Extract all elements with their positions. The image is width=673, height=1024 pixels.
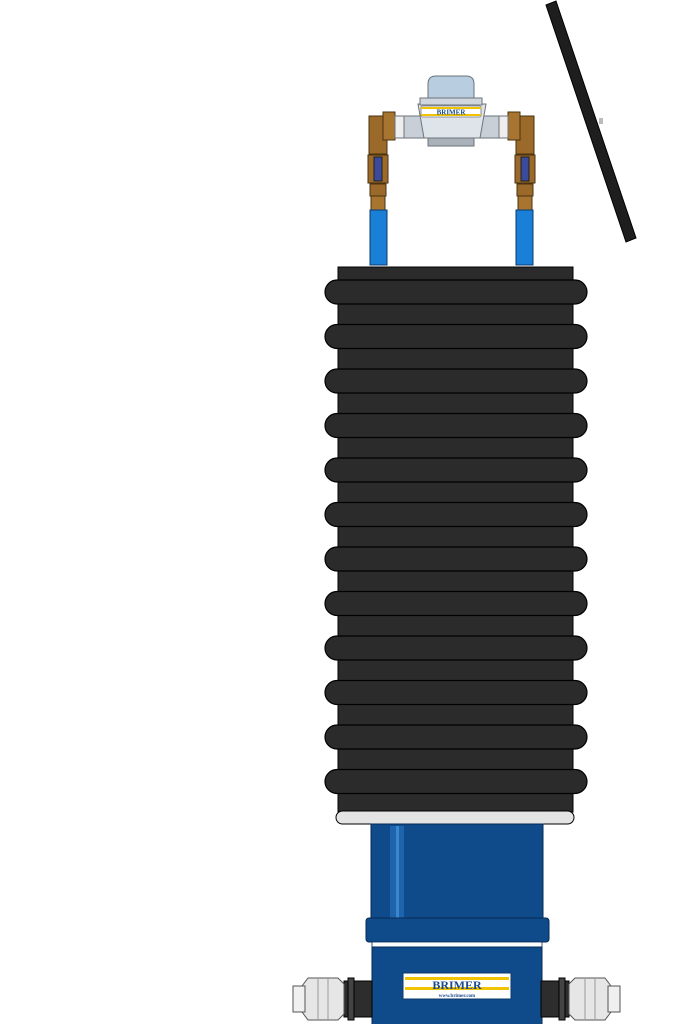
right-valve-icon bbox=[507, 111, 536, 211]
left-valve-icon bbox=[367, 111, 396, 211]
insulation-stack bbox=[324, 266, 588, 813]
insulation-roll bbox=[324, 368, 588, 394]
base-ring bbox=[335, 810, 575, 825]
left-connector-icon bbox=[292, 977, 373, 1021]
water-meter-assembly: BRIMER bbox=[367, 75, 536, 266]
insulation-roll bbox=[324, 635, 588, 661]
pit-housing: BRIMER www.brimer.com bbox=[365, 823, 550, 1024]
brand-plate: BRIMER www.brimer.com bbox=[402, 972, 512, 1000]
insulation-roll bbox=[324, 279, 588, 305]
insulation-roll bbox=[324, 724, 588, 750]
insulation-roll bbox=[324, 501, 588, 528]
brand-website: www.brimer.com bbox=[439, 994, 476, 999]
left-blue-pipe bbox=[369, 209, 388, 266]
insulation-roll bbox=[324, 590, 588, 617]
right-blue-pipe bbox=[515, 209, 534, 266]
brand-name: BRIMER bbox=[432, 978, 482, 992]
insulation-roll bbox=[324, 323, 588, 350]
right-connector-icon bbox=[540, 977, 621, 1021]
pit-lid bbox=[545, 0, 637, 243]
meter-brand-label: BRIMER bbox=[437, 109, 467, 117]
insulation-roll bbox=[324, 768, 588, 795]
water-meter-icon: BRIMER bbox=[417, 75, 487, 139]
insulation-roll bbox=[324, 546, 588, 572]
insulation-roll bbox=[324, 679, 588, 706]
insulation-roll bbox=[324, 412, 588, 439]
insulation-roll bbox=[324, 457, 588, 483]
